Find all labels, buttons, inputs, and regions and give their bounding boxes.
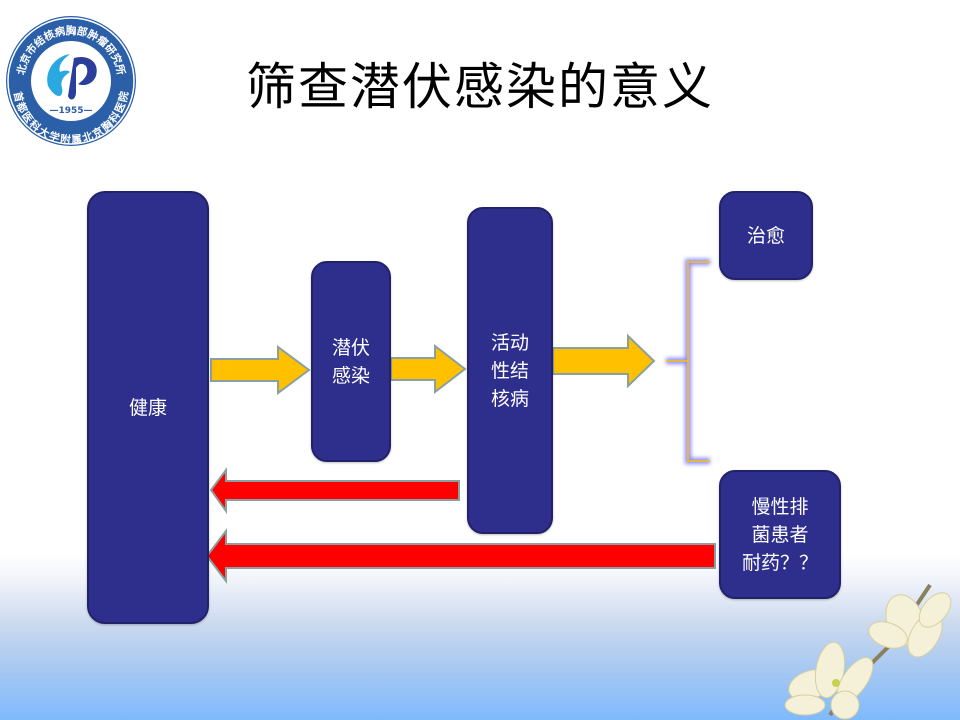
slide-title: 筛查潜伏感染的意义 <box>246 58 714 116</box>
outcome-bracket <box>666 259 710 464</box>
node-chronic-resistant: 慢性排 菌患者 耐药？？ <box>719 470 841 599</box>
arrow-chronic-to-healthy <box>205 528 716 584</box>
hospital-logo-icon: 北京市结核病胸部肿瘤研究所 首都医科大学附属北京胸科医院 —1955— <box>6 16 136 147</box>
arrow-latent-to-active <box>390 343 467 395</box>
node-healthy: 健康 <box>87 191 209 624</box>
node-latent-infection: 潜伏 感染 <box>311 261 391 462</box>
magnolia-flower-icon <box>784 583 952 720</box>
hospital-logo: 北京市结核病胸部肿瘤研究所 首都医科大学附属北京胸科医院 —1955— <box>4 14 138 148</box>
arrow-active-to-healthy <box>209 467 460 515</box>
arrow-healthy-to-latent <box>210 345 311 395</box>
node-active-tb: 活动 性结 核病 <box>467 207 553 534</box>
arrow-active-to-outcomes <box>552 333 656 389</box>
node-cured: 治愈 <box>719 191 813 280</box>
logo-year: —1955— <box>49 106 92 116</box>
